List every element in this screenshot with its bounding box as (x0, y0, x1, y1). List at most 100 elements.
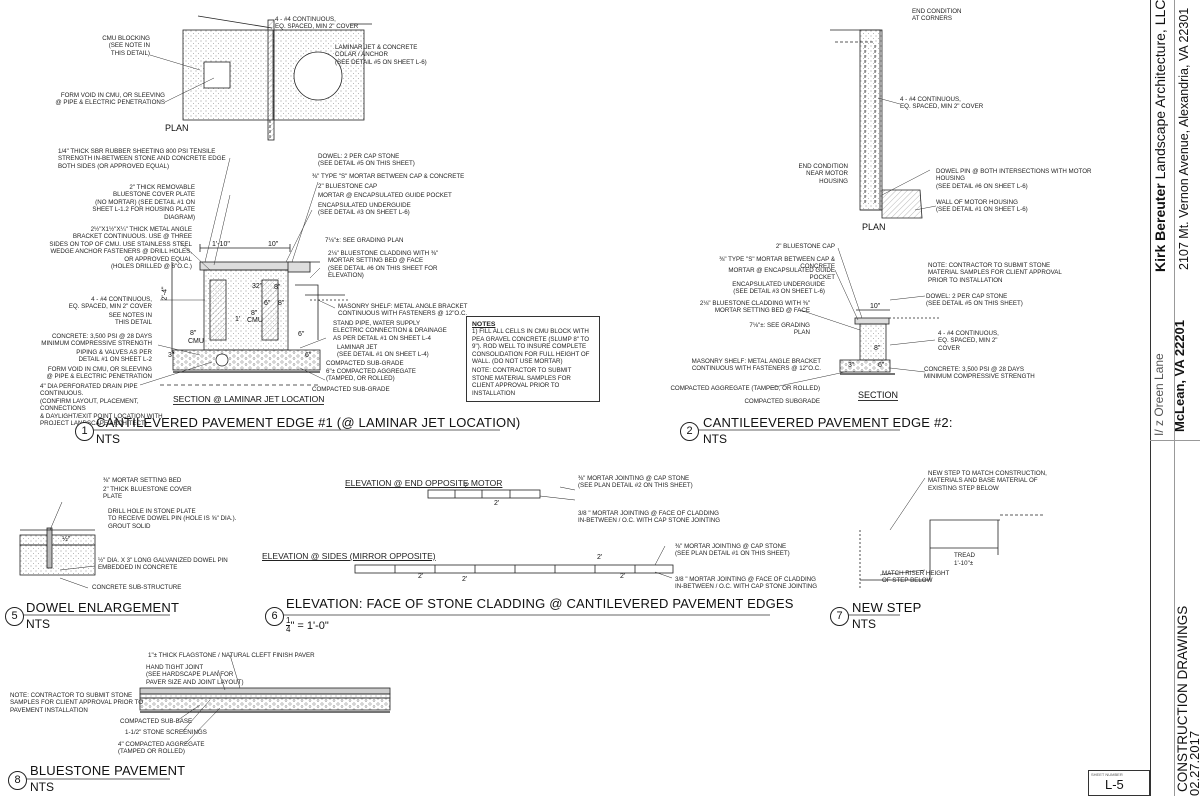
d1-note-subgrade-2: COMPACTED SUB-GRADE (312, 386, 390, 393)
d1-note-mortar: ⅜" TYPE "S" MORTAR BETWEEN CAP & CONCRET… (312, 173, 465, 180)
d1-note-piping: PIPING & VALVES AS PER DETAIL #1 ON SHEE… (76, 349, 152, 364)
detail8-scale: NTS (30, 780, 54, 794)
project-location: McLean, VA 22201 (1172, 320, 1187, 432)
d1-note-subgrade-1: COMPACTED SUB-GRADE (326, 360, 404, 367)
d2-plan-label: PLAN (862, 222, 886, 232)
d7-note-riser: MATCH RISER HEIGHT OF STEP BELOW (882, 570, 950, 585)
d2-note-end-corners: END CONDITION AT CORNERS (912, 8, 962, 23)
detail2-section (839, 309, 940, 375)
d6-note-cladding-2: 3/8 " MORTAR JOINTING @ FACE OF CLADDING… (675, 576, 818, 591)
d2-note-guide-pocket: MORTAR @ ENCAPSULATED GUIDE POCKET (728, 267, 835, 282)
d6-elev-end-label: ELEVATION @ END OPPOSITE MOTOR (345, 478, 503, 488)
d6-note-cladding-1: 3/8 " MORTAR JOINTING @ FACE OF CLADDING… (578, 510, 721, 525)
d1-note-underguide: ENCAPSULATED UNDERGUIDE (SEE DETAIL #3 O… (318, 202, 411, 217)
d8-note-screenings: 1-1/2" STONE SCREENINGS (125, 729, 207, 736)
d1-dim-6c: 6" (305, 352, 312, 359)
d2-note-concrete: CONCRETE: 3,500 PSI @ 28 DAYS MINIMUM CO… (924, 366, 1035, 381)
detail1-section (160, 244, 350, 386)
d1-dim-height: 2'-4" (161, 286, 169, 301)
d6-note-cap-1: ⅜" MORTAR JOINTING @ CAP STONE (SEE PLAN… (578, 475, 693, 490)
detail1-plan (182, 15, 372, 141)
d1-note-rebar-section: 4 - #4 CONTINUOUS, EQ. SPACED, MIN 2" CO… (68, 296, 152, 311)
d1-note-cmu-blocking: CMU BLOCKING (SEE NOTE IN THIS DETAIL) (102, 35, 150, 57)
d1-note-masonry-shelf: MASONRY SHELF: METAL ANGLE BRACKET CONTI… (338, 303, 468, 318)
detail8-number: 8 (8, 771, 27, 790)
detail6-number: 6 (265, 607, 284, 626)
d2-section-label: SECTION (858, 390, 899, 401)
d6-elev-sides-label: ELEVATION @ SIDES (MIRROR OPPOSITE) (262, 551, 436, 561)
d1-note-cladding: 2⅛" BLUESTONE CLADDING WITH ⅜" MORTAR SE… (328, 250, 439, 280)
detail5-drawing (19, 501, 96, 589)
sheet-number-box: SHEET NUMBER L-5 (1088, 770, 1150, 796)
firm-name: Kirk Bereuter Landscape Architecture, LL… (1152, 0, 1168, 272)
d1-note-form-void-plan: FORM VOID IN CMU, OR SLEEVING @ PIPE & E… (55, 92, 165, 107)
d1-dim-8b: 8" (190, 330, 197, 337)
d1-note-concrete: CONCRETE: 3,500 PSI @ 28 DAYS MINIMUM CO… (41, 333, 152, 348)
d1-dim-8c: 8" (251, 310, 258, 317)
d1-note-rebar-plan: 4 - #4 CONTINUOUS, EQ. SPACED, MIN 2" CO… (275, 16, 359, 31)
doc-date: 02.27.2017 (1187, 730, 1200, 796)
d1-notes-box-item-2: NOTE: CONTRACTOR TO SUBMIT STONE MATERIA… (472, 367, 572, 397)
detail1-title: CANTILEVERED PAVEMENT EDGE #1 (@ LAMINAR… (96, 415, 521, 430)
d6-dim-2: 2' (494, 500, 500, 507)
d1-note-rubber-sheeting: 1/4" THICK SBR RUBBER SHEETING 800 PSI T… (58, 148, 226, 170)
detail5-number: 5 (5, 607, 24, 626)
d1-dim-cmu-b: CMU (247, 317, 263, 324)
d8-note-aggregate: 4" COMPACTED AGGREGATE (TAMPED OR ROLLED… (118, 741, 205, 756)
d6-dim-5: 2' (620, 573, 626, 580)
sheet-number-caption: SHEET NUMBER (1091, 772, 1123, 777)
d1-plan-label: PLAN (165, 123, 189, 133)
d8-note-subbase: COMPACTED SUB-BASE (120, 718, 193, 725)
d7-tread-dim: 1'-10"± (954, 560, 974, 567)
d1-dim-width: 1'-10" (212, 241, 230, 248)
detail8-drawing (139, 654, 391, 745)
d1-notes-box: NOTES 1) FILL ALL CELLS IN CMU BLOCK WIT… (466, 316, 600, 403)
d1-dim-6a: 6" (264, 300, 271, 307)
d2-note-subgrade: COMPACTED SUBGRADE (744, 398, 820, 405)
d2-note-mortar: ⅜" TYPE "S" MORTAR BETWEEN CAP & CONCRET… (719, 256, 835, 271)
d1-dim-cmu-a: CMU (188, 338, 204, 345)
d1-note-form-void-section: FORM VOID IN CMU, OR SLEEVING @ PIPE & E… (46, 366, 152, 381)
d5-note-mortar: ⅜" MORTAR SETTING BED (103, 477, 182, 484)
d1-dim-8a: 8" (274, 284, 281, 291)
d1-notes-box-title: NOTES (472, 321, 496, 328)
d1-note-grading: 7⅛"±: SEE GRADING PLAN (325, 237, 404, 244)
title-block-hdivider (1150, 440, 1200, 441)
detail7-drawing (859, 477, 1045, 590)
d6-dim-6: 2' (418, 573, 424, 580)
d1-notes-box-item-1: 1) FILL ALL CELLS IN CMU BLOCK WITH PEA … (472, 328, 590, 366)
d2-dim-8: 8" (874, 345, 881, 352)
detail5-title: DOWEL ENLARGEMENT (26, 600, 180, 615)
d8-note-submit: NOTE: CONTRACTOR TO SUBMIT STONE SAMPLES… (10, 692, 144, 714)
d1-note-stand-pipe: STAND PIPE, WATER SUPPLY ELECTRIC CONNEC… (333, 320, 447, 342)
d2-dim-6: 6" (878, 362, 885, 369)
d1-dim-1ft: 1' (235, 316, 241, 323)
d7-tread-label: TREAD (954, 552, 975, 559)
firm-address: 2107 Mt. Vernon Avenue, Alexandria, VA 2… (1177, 7, 1191, 270)
d2-note-grading: 7⅛"±: SEE GRADING PLAN (749, 322, 810, 337)
d1-dim-3: 3" (168, 352, 175, 359)
d1-note-laminar-colar: LAMINAR JET & CONCRETE COLAR / ANCHOR (S… (335, 44, 427, 66)
d5-note-dowel: ½" DIA. X 3" LONG GALVANIZED DOWEL PIN E… (98, 557, 228, 572)
detail2-title: CANTILEEVERED PAVEMENT EDGE #2: (703, 415, 953, 430)
d6-dim-1: 2' (464, 483, 470, 490)
detail7-scale: NTS (852, 617, 876, 631)
d5-note-drill: DRILL HOLE IN STONE PLATE TO RECEIVE DOW… (108, 508, 237, 530)
d2-dim-10: 10" (870, 303, 881, 310)
d2-note-masonry-shelf: MASONRY SHELF: METAL ANGLE BRACKET CONTI… (691, 358, 821, 373)
detail2-scale: NTS (703, 432, 727, 446)
d6-dim-3: 2' (462, 576, 468, 583)
detail2-number: 2 (680, 422, 699, 441)
d7-note-new-step: NEW STEP TO MATCH CONSTRUCTION, MATERIAL… (928, 470, 1047, 492)
d5-note-substructure: CONCRETE SUB-STRUCTURE (92, 584, 182, 591)
d1-dim-6b: 6" (298, 331, 305, 338)
d2-note-dowel-pin: DOWEL PIN @ BOTH INTERSECTIONS WITH MOTO… (936, 168, 1092, 190)
d6-scale-rest: " = 1'-0" (290, 619, 329, 632)
d1-dim-8d: 8" (278, 300, 285, 307)
d1-section-label: SECTION @ LAMINAR JET LOCATION (173, 394, 325, 405)
d1-note-see-notes: SEE NOTES IN THIS DETAIL (108, 312, 152, 327)
d6-note-cap-2: ⅜" MORTAR JOINTING @ CAP STONE (SEE PLAN… (675, 543, 790, 558)
d2-note-motor-wall: WALL OF MOTOR HOUSING (SEE DETAIL #1 ON … (936, 199, 1028, 214)
d1-note-dowel: DOWEL: 2 PER CAP STONE (SEE DETAIL #5 ON… (318, 153, 415, 168)
d2-note-end-motor: END CONDITION NEAR MOTOR HOUSING (798, 163, 849, 185)
